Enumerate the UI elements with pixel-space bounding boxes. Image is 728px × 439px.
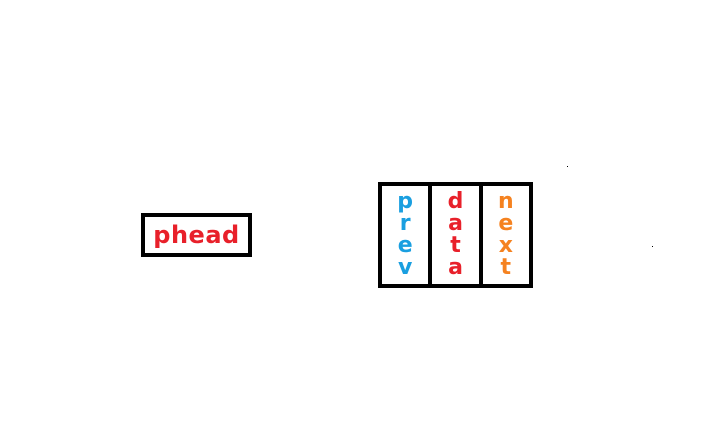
field-letter: p [397,189,414,214]
field-letter: e [397,233,413,258]
phead-label: phead [153,221,240,249]
field-letter: a [448,255,463,280]
field-letter: e [498,211,514,236]
field-letter: d [447,189,464,214]
phead-box: phead [141,213,252,257]
stray-dot [567,166,568,167]
field-letter: x [498,233,513,258]
field-letter: t [450,233,461,258]
field-letter: t [500,255,512,280]
stray-dot [652,246,653,247]
field-letter: n [497,189,514,214]
field-letter: a [448,211,463,236]
field-letter: r [399,211,411,236]
field-letter: v [397,255,413,280]
